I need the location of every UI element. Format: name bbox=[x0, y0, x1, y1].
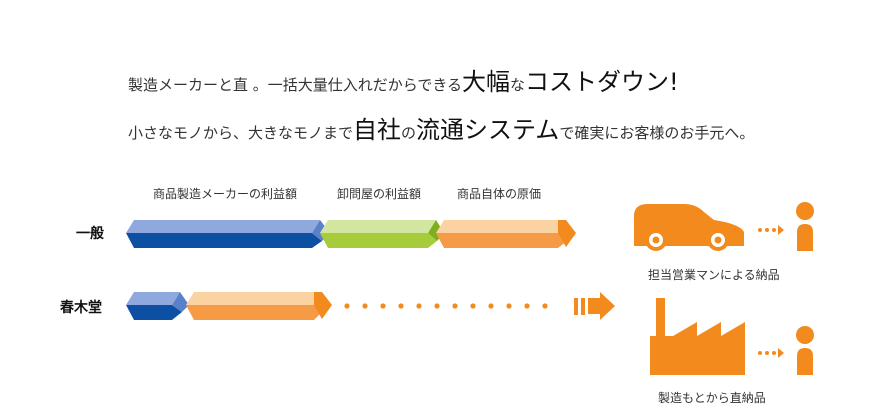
headline-line2: 小さなモノから、大きなモノまで自社の流通システムで確実にお客様のお手元へ。 bbox=[128, 112, 754, 151]
headline-line2-tail: で確実にお客様のお手元へ。 bbox=[559, 124, 755, 142]
headline-line1-lead: 製造メーカーと直 。一括大量仕入れだからできる bbox=[128, 76, 463, 94]
headline-line2-lead: 小さなモノから、大きなモノまで bbox=[128, 124, 354, 142]
car-icon bbox=[634, 204, 744, 251]
headline-line2-mid: の bbox=[401, 124, 417, 142]
dotted-flow-line bbox=[344, 303, 548, 309]
bar-harukido-cost bbox=[186, 292, 332, 320]
bar-harukido-maker bbox=[126, 292, 189, 320]
person-icon bbox=[796, 326, 814, 375]
column-header-maker: 商品製造メーカーの利益額 bbox=[153, 187, 298, 201]
bar-general-cost bbox=[436, 220, 576, 248]
column-header-cost: 商品自体の原価 bbox=[457, 187, 542, 201]
headline-line1: 製造メーカーと直 。一括大量仕入れだからできる大幅なコストダウン! bbox=[128, 64, 679, 103]
headline-line1-mid: な bbox=[510, 76, 526, 94]
headline-line2-emph2: 流通システム bbox=[416, 116, 560, 144]
headline-line1-emph1: 大幅 bbox=[462, 68, 511, 96]
arrow-icon bbox=[574, 292, 615, 320]
factory-icon bbox=[650, 298, 745, 375]
person-icon bbox=[796, 202, 814, 251]
row-label-general: 一般 bbox=[76, 226, 104, 242]
caption-car-delivery: 担当営業マンによる納品 bbox=[648, 268, 780, 282]
bar-general-maker bbox=[126, 220, 330, 248]
delivery-arrow-car bbox=[758, 225, 784, 235]
row-label-harukido: 春木堂 bbox=[60, 300, 102, 316]
column-header-wholesale: 卸問屋の利益額 bbox=[337, 187, 422, 201]
bar-general-wholesale bbox=[320, 220, 444, 248]
caption-factory-delivery: 製造もとから直納品 bbox=[658, 391, 766, 405]
headline-line2-emph1: 自社 bbox=[353, 116, 402, 144]
delivery-arrow-factory bbox=[758, 348, 784, 358]
headline-line1-emph2: コストダウン! bbox=[525, 68, 679, 96]
